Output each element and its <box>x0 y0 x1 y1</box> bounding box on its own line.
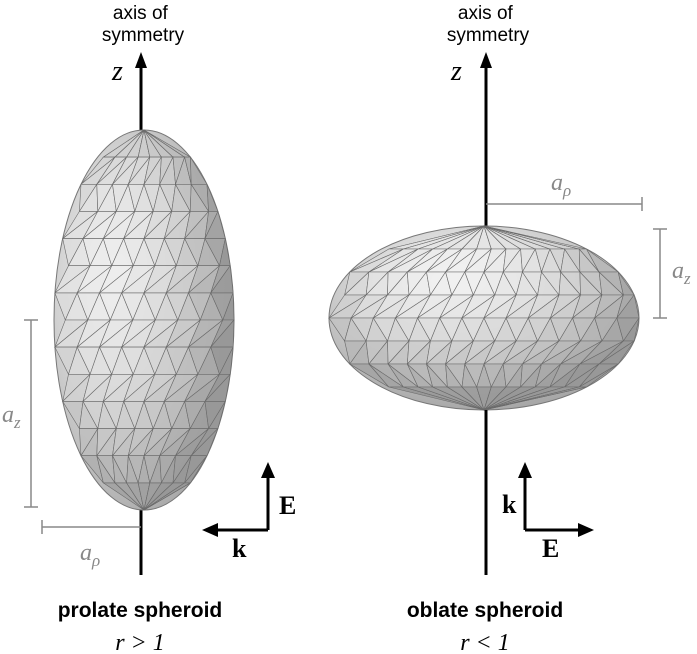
prolate-k-arrowhead <box>202 523 218 537</box>
oblate-panel: aρ az k E axis of symmetry z oblate sphe… <box>327 3 691 654</box>
oblate-arho-label: aρ <box>551 170 571 200</box>
oblate-k-label: k <box>502 490 517 519</box>
prolate-condition: r > 1 <box>115 630 165 654</box>
prolate-k-label: k <box>232 534 247 563</box>
oblate-condition: r < 1 <box>460 630 510 654</box>
oblate-k-arrowhead <box>518 462 532 478</box>
oblate-az-label: az <box>672 258 691 288</box>
prolate-E-arrowhead <box>261 462 275 478</box>
oblate-spheroid-mesh <box>327 225 640 411</box>
oblate-caption: oblate spheroid <box>407 599 563 622</box>
mesh-facet <box>483 386 587 411</box>
prolate-az-label: az <box>2 402 21 432</box>
prolate-spheroid-mesh <box>54 129 235 511</box>
prolate-E-label: E <box>279 491 296 520</box>
oblate-axis-variable: z <box>450 56 462 87</box>
mesh-facet <box>190 155 208 185</box>
oblate-E-label: E <box>542 534 559 563</box>
prolate-axis-arrowhead <box>135 52 147 68</box>
prolate-axis-variable: z <box>111 56 123 87</box>
prolate-axis-label: axis of symmetry <box>102 3 185 46</box>
oblate-axis-label: axis of symmetry <box>447 3 530 46</box>
prolate-caption: prolate spheroid <box>58 599 223 622</box>
prolate-arho-label: aρ <box>80 540 100 570</box>
mesh-facet <box>206 184 219 212</box>
oblate-axis-arrowhead <box>480 52 492 68</box>
prolate-panel: az aρ E k axis of symmetry z prolate sph… <box>2 3 296 654</box>
mesh-facet <box>143 482 191 511</box>
oblate-E-arrowhead <box>578 523 594 537</box>
